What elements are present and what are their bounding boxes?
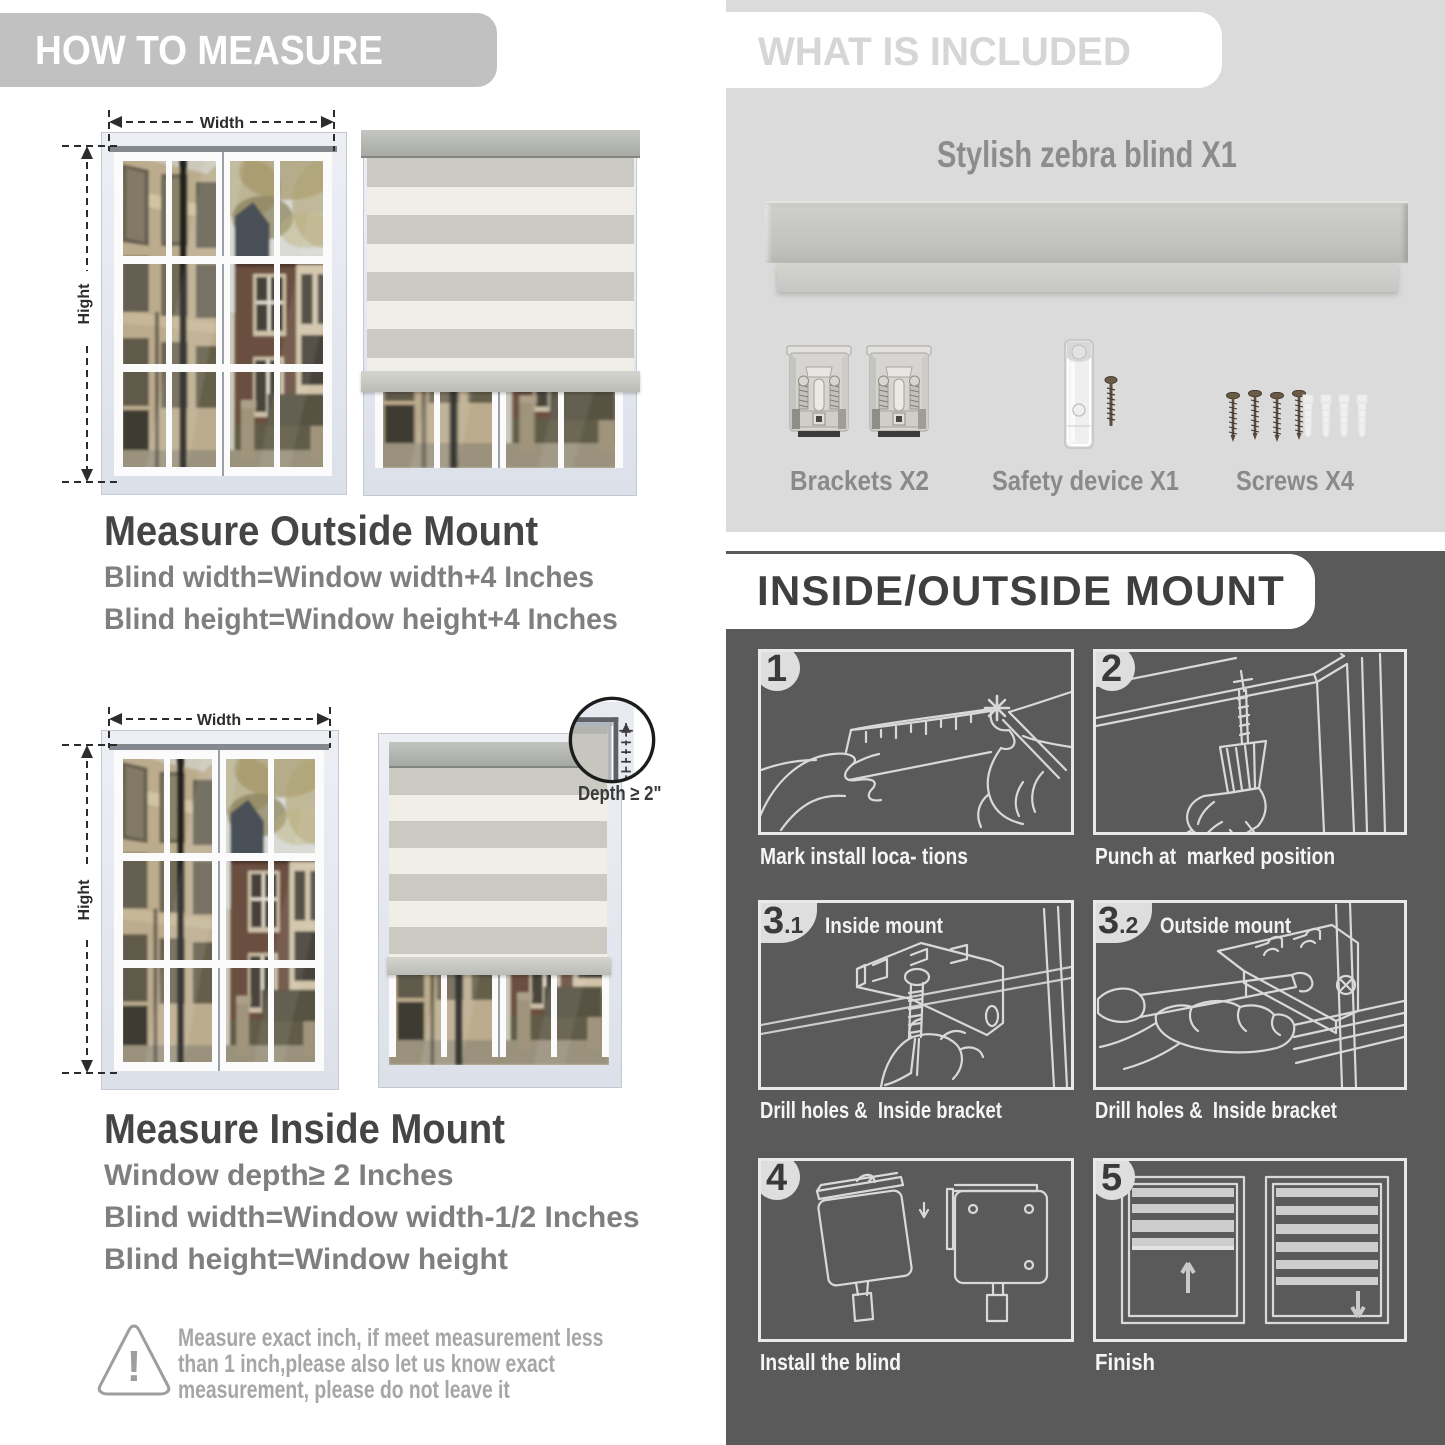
svg-text:Hight: Hight xyxy=(76,879,93,921)
svg-text:!: ! xyxy=(127,1342,142,1391)
svg-text:Width: Width xyxy=(197,712,241,729)
svg-text:Hight: Hight xyxy=(76,283,93,325)
svg-text:Width: Width xyxy=(200,115,244,132)
